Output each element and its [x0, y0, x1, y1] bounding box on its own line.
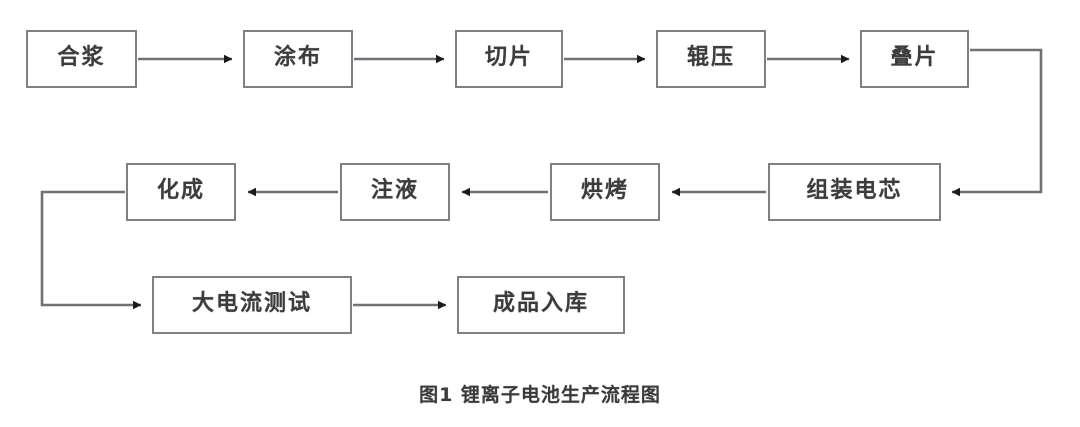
node-warehousing[interactable]: 成品入库 — [457, 276, 625, 334]
connector-formation-to-current-test — [40, 190, 142, 310]
node-label: 化成 — [156, 178, 205, 203]
node-baking[interactable]: 烘烤 — [550, 163, 660, 221]
connector-stacking-to-cell-assembly — [951, 48, 1043, 197]
node-label: 烘烤 — [580, 178, 629, 203]
node-label: 大电流测试 — [191, 291, 312, 316]
node-stacking[interactable]: 叠片 — [860, 30, 969, 88]
node-label: 成品入库 — [492, 291, 589, 316]
node-label: 切片 — [484, 45, 533, 70]
node-label: 合浆 — [57, 45, 106, 70]
node-label: 涂布 — [273, 45, 322, 70]
node-label: 辊压 — [686, 45, 735, 70]
node-mixing[interactable]: 合浆 — [26, 30, 137, 88]
node-coating[interactable]: 涂布 — [243, 30, 353, 88]
node-formation[interactable]: 化成 — [126, 163, 236, 221]
figure-caption: 图1 锂离子电池生产流程图 — [419, 384, 661, 406]
node-label: 组装电芯 — [806, 178, 903, 203]
node-label: 叠片 — [890, 45, 939, 70]
node-label: 注液 — [370, 178, 419, 203]
node-rolling[interactable]: 辊压 — [656, 30, 766, 88]
node-current-test[interactable]: 大电流测试 — [152, 276, 352, 334]
node-slitting[interactable]: 切片 — [455, 30, 563, 88]
node-filling[interactable]: 注液 — [340, 163, 450, 221]
node-cell-assembly[interactable]: 组装电芯 — [768, 163, 941, 221]
